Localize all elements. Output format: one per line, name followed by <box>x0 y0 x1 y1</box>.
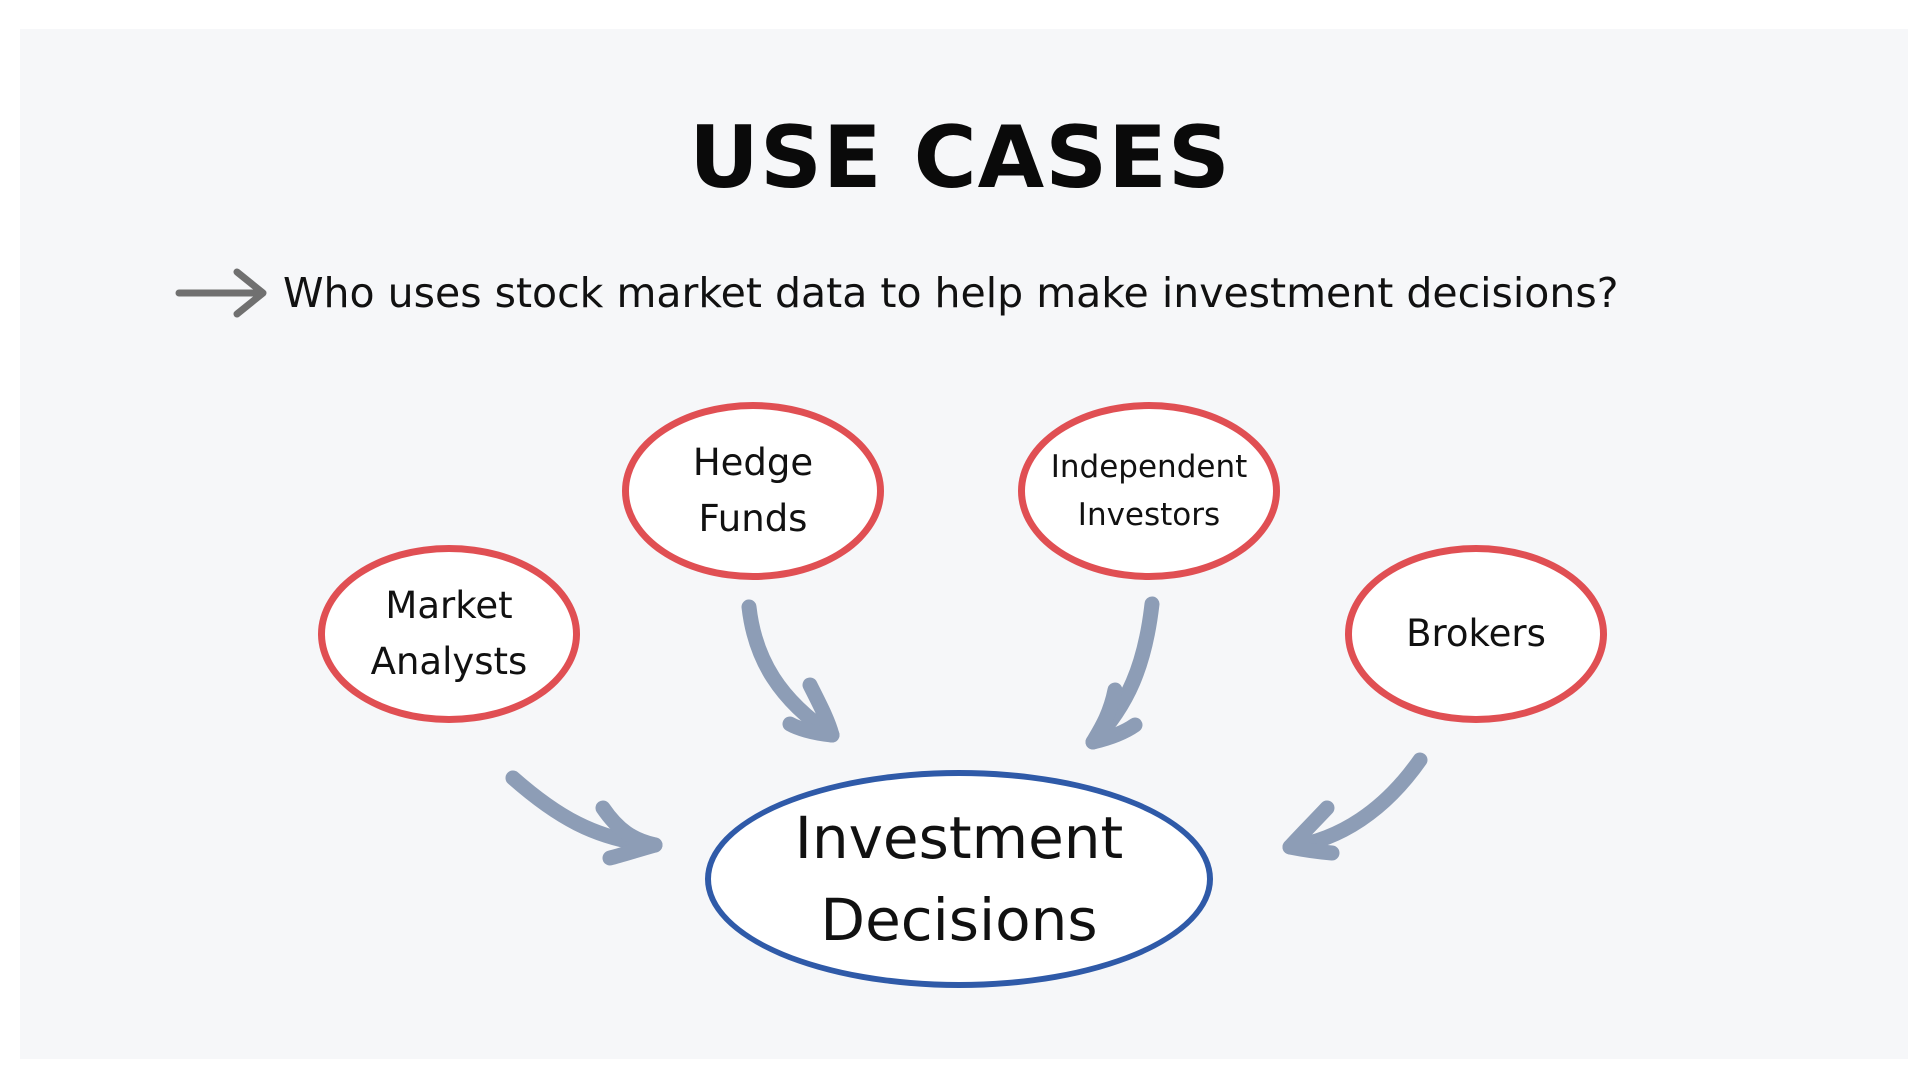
node-market-analysts: Market Analysts <box>318 545 580 723</box>
node-hedge-funds: Hedge Funds <box>622 402 884 580</box>
node-label-line: Decisions <box>820 886 1098 954</box>
node-label-line: Funds <box>698 497 808 540</box>
node-label-line: Brokers <box>1406 612 1546 655</box>
node-label-line: Market <box>385 584 513 627</box>
right-arrow-icon <box>175 268 267 318</box>
node-independent-investors: Independent Investors <box>1018 402 1280 580</box>
node-label-line: Independent <box>1050 449 1248 485</box>
node-label-line: Hedge <box>692 441 814 484</box>
slide-title: USE CASES <box>689 108 1231 208</box>
node-label-line: Analysts <box>370 640 528 683</box>
node-label-line: Investment <box>794 804 1124 872</box>
question-row: Who uses stock market data to help make … <box>175 268 1619 318</box>
question-text: Who uses stock market data to help make … <box>283 269 1619 317</box>
node-label-line: Investors <box>1077 497 1221 533</box>
node-investment-decisions: Investment Decisions <box>705 770 1213 988</box>
node-brokers: Brokers <box>1345 545 1607 723</box>
